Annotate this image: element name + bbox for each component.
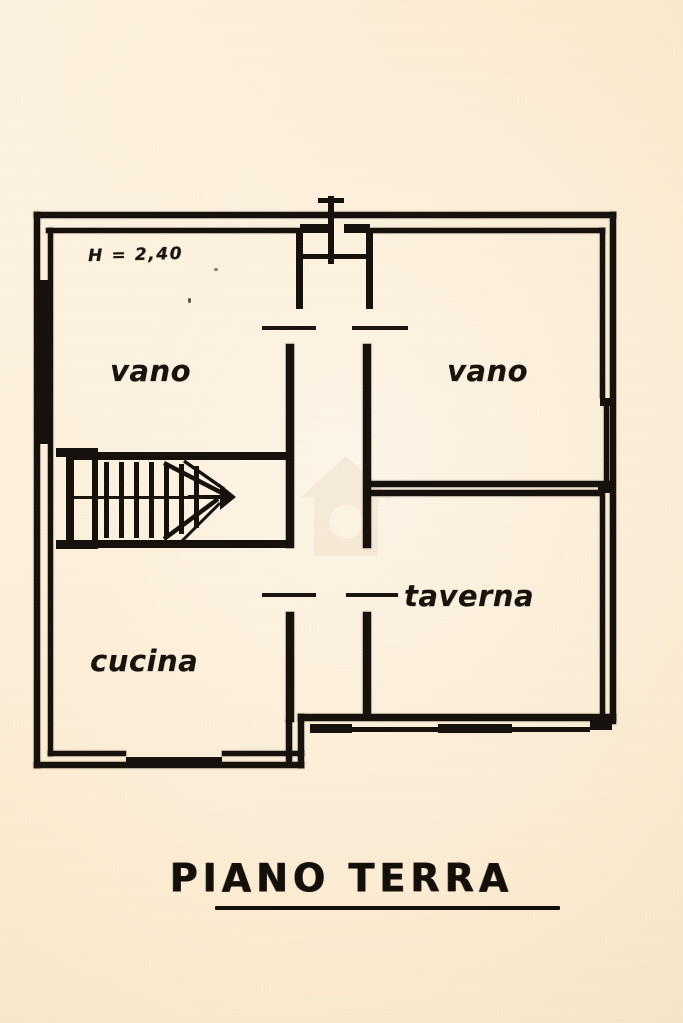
- room-label-vano-right: vano: [447, 354, 529, 388]
- stair-wall-top: [66, 452, 294, 460]
- top-niche-cap: [318, 198, 344, 203]
- room-label-cucina: cucina: [90, 644, 199, 678]
- partition-central-left: [286, 344, 294, 548]
- plan-title-container: PIANO TERRA: [0, 855, 683, 901]
- partition-top-left-stub: [296, 233, 303, 309]
- stair-tread: [104, 462, 109, 538]
- stair-stringer-left: [92, 460, 98, 540]
- window-opening-bottom-left: [126, 757, 222, 767]
- stair-tread: [119, 462, 124, 538]
- exterior-wall-right-outer: [610, 212, 616, 724]
- exterior-wall-right-inner-upper: [600, 228, 605, 398]
- page-title-underline: [215, 906, 560, 910]
- ink-speck: [214, 268, 218, 271]
- partition-lower-left: [286, 612, 294, 722]
- stair-landing-notch-top: [56, 448, 98, 457]
- ceiling-height-annotation: H = 2,40: [87, 243, 184, 267]
- window-opening-bottom-right-b: [512, 727, 590, 732]
- ink-speck: [188, 298, 191, 303]
- top-niche-shoulder-left: [300, 224, 328, 233]
- exterior-wall-right-window-jamb-top: [600, 398, 614, 406]
- exterior-wall-left-outer: [34, 212, 40, 768]
- room-label-vano-left: vano: [110, 354, 192, 388]
- top-niche-shoulder-right: [344, 224, 370, 233]
- exterior-wall-top-inner-left: [46, 228, 302, 233]
- exterior-wall-notch-vertical-inner: [286, 720, 292, 762]
- stair-tread: [164, 463, 169, 537]
- partition-central-right: [363, 344, 371, 548]
- stair-landing-notch-bottom: [56, 540, 98, 549]
- window-opening-bottom-right-a: [352, 727, 438, 732]
- exterior-wall-bottom-right-corner: [590, 721, 612, 730]
- exterior-wall-left-pier: [36, 280, 52, 382]
- page-title: PIANO TERRA: [169, 855, 514, 901]
- partition-right-horizontal-upper: [371, 481, 611, 487]
- door-threshold-lower-left: [262, 593, 316, 597]
- stair-tread: [134, 462, 139, 538]
- top-niche-stack: [328, 196, 334, 264]
- room-label-taverna: taverna: [404, 579, 535, 613]
- exterior-wall-notch-vertical-outer: [298, 714, 304, 768]
- exterior-wall-right-inner-mid: [604, 406, 609, 484]
- door-threshold-top-left: [262, 326, 316, 330]
- door-threshold-top-right: [352, 326, 408, 330]
- top-niche-lintel: [302, 254, 372, 259]
- exterior-wall-bottom-left-inner-a: [48, 751, 126, 756]
- exterior-wall-left-pier-lower: [40, 382, 49, 444]
- house-watermark-icon: [300, 456, 392, 556]
- exterior-wall-top-inner-right: [370, 228, 605, 233]
- door-threshold-lower-right: [346, 593, 398, 597]
- partition-top-right-stub: [366, 233, 373, 309]
- stair-tread: [179, 464, 184, 534]
- exterior-wall-top-outer: [34, 212, 616, 218]
- stair-winder-lines: [162, 459, 226, 543]
- exterior-wall-bottom-left-inner-b: [222, 751, 304, 756]
- exterior-wall-bottom-right-inner-b: [438, 724, 512, 733]
- exterior-wall-right-inner-lower: [600, 493, 605, 719]
- exterior-wall-bottom-right-inner-a: [310, 724, 352, 733]
- stair-wall-bottom: [66, 540, 294, 548]
- stair-direction-arrow-icon: [188, 484, 236, 510]
- exterior-wall-left-inner: [48, 228, 53, 756]
- partition-lower-right: [363, 612, 371, 718]
- stair-wall-left: [66, 452, 74, 548]
- stair-tread: [149, 462, 154, 538]
- stair-centre-line: [74, 496, 210, 499]
- exterior-wall-right-window-jamb-bottom: [598, 484, 614, 493]
- stair-wall-right-return: [286, 452, 294, 548]
- exterior-wall-bottom-right-outer: [298, 714, 616, 721]
- partition-right-horizontal-lower: [371, 490, 603, 496]
